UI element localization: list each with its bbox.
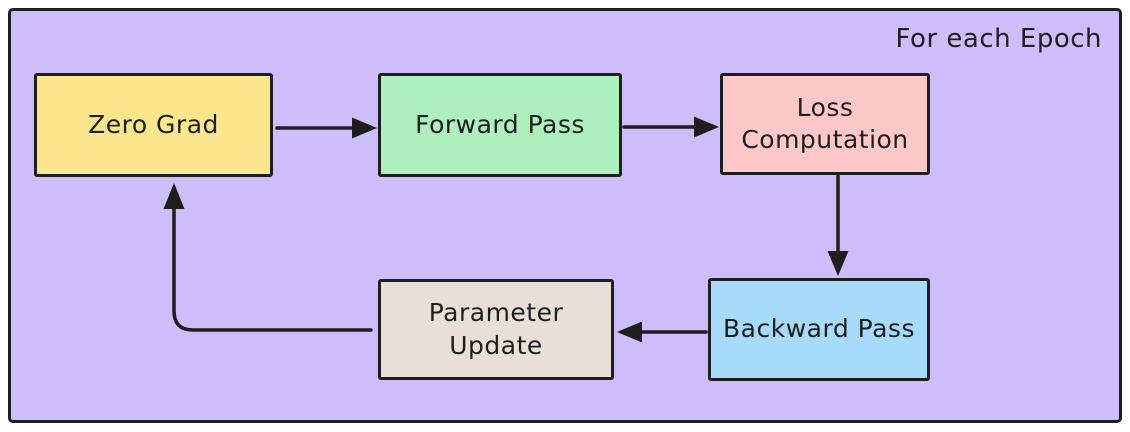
frame-title: For each Epoch [895,24,1102,54]
node-forward-pass-label: Forward Pass [415,109,585,139]
node-parameter-update-label: Parameter Update [428,298,564,360]
node-forward-pass: Forward Pass [378,73,622,177]
node-zero-grad: Zero Grad [34,73,273,177]
node-backward-pass-label: Backward Pass [723,314,915,344]
node-loss-computation-label: Loss Computation [741,92,909,155]
node-loss-computation: Loss Computation [720,73,930,175]
node-zero-grad-label: Zero Grad [88,109,219,139]
node-backward-pass: Backward Pass [708,278,930,381]
node-parameter-update: Parameter Update [378,279,614,380]
